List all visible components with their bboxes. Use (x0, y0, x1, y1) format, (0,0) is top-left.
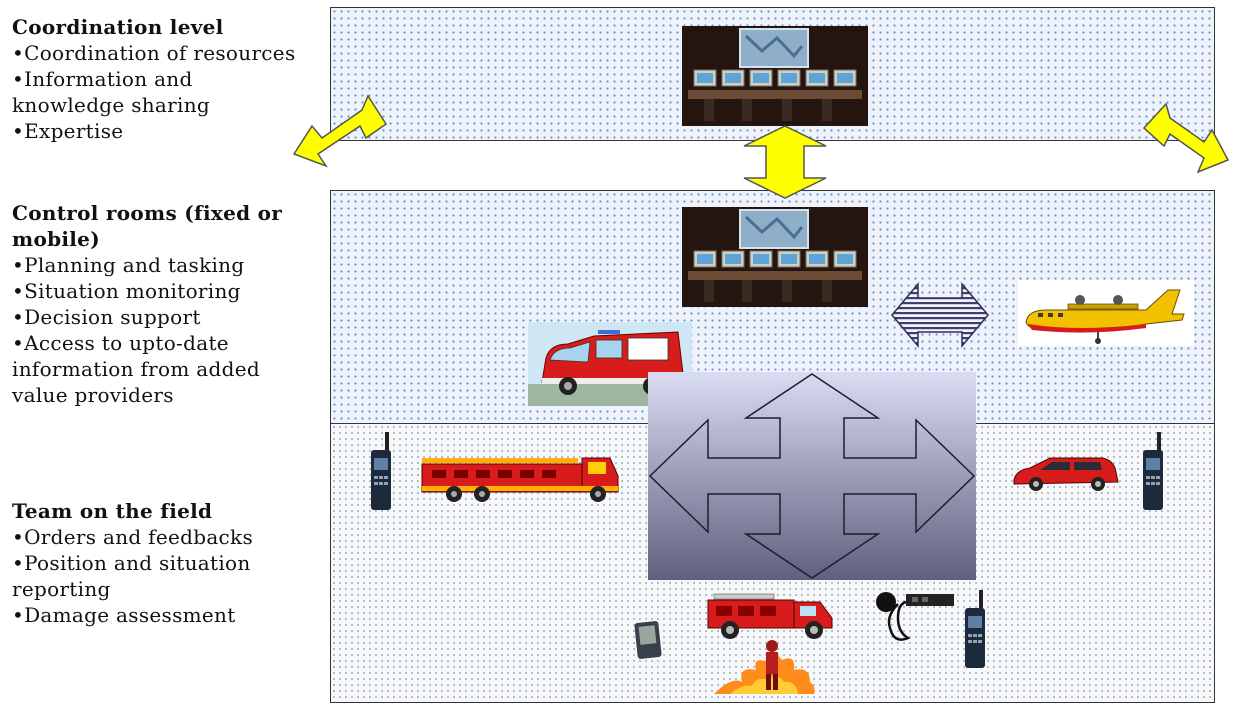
walkie-talkie-right-icon (1140, 432, 1166, 512)
coordination-bullet: •Expertise (12, 119, 124, 143)
control-room-image (682, 207, 868, 307)
red-car-image (1010, 452, 1122, 494)
radio-microphone-icon (872, 588, 958, 646)
control-bullet: value providers (12, 383, 174, 407)
control-rooms-heading: Control rooms (fixed or (12, 201, 283, 225)
coordination-bullet: •Information and (12, 67, 193, 91)
coordination-heading: Coordination level (12, 15, 224, 39)
control-rooms-text: Control rooms (fixed or mobile) •Plannin… (12, 200, 282, 408)
firefighting-plane-image (1018, 280, 1194, 346)
control-bullet: information from added (12, 357, 260, 381)
field-bullet: •Position and situation (12, 551, 251, 575)
right-diagonal-double-arrow-icon (1140, 102, 1232, 176)
control-rooms-heading-2: mobile) (12, 227, 100, 251)
coordination-text: Coordination level •Coordination of reso… (12, 14, 296, 144)
control-bullet: •Situation monitoring (12, 279, 241, 303)
left-diagonal-double-arrow-icon (290, 94, 390, 170)
control-bullet: •Planning and tasking (12, 253, 245, 277)
control-bullet: •Access to upto-date (12, 331, 229, 355)
field-team-text: Team on the field •Orders and feedbacks … (12, 498, 253, 628)
fire-ladder-truck-image (418, 454, 622, 504)
vertical-double-arrow-icon (742, 124, 828, 200)
walkie-talkie-left-icon (368, 432, 394, 512)
walkie-talkie-bottom-icon (962, 590, 988, 670)
pda-device-icon (634, 620, 664, 660)
field-bullet: reporting (12, 577, 111, 601)
control-bullet: •Decision support (12, 305, 201, 329)
fire-truck-small-image (704, 588, 840, 642)
coordination-bullet: •Coordination of resources (12, 41, 296, 65)
coordination-control-room-image (682, 26, 868, 126)
four-way-arrow-icon (648, 372, 976, 580)
field-bullet: •Orders and feedbacks (12, 525, 254, 549)
coordination-bullet: knowledge sharing (12, 93, 211, 117)
firefighter-image (712, 636, 816, 696)
field-bullet: •Damage assessment (12, 603, 236, 627)
field-team-heading: Team on the field (12, 499, 213, 523)
horizontal-double-arrow-icon (890, 282, 990, 348)
